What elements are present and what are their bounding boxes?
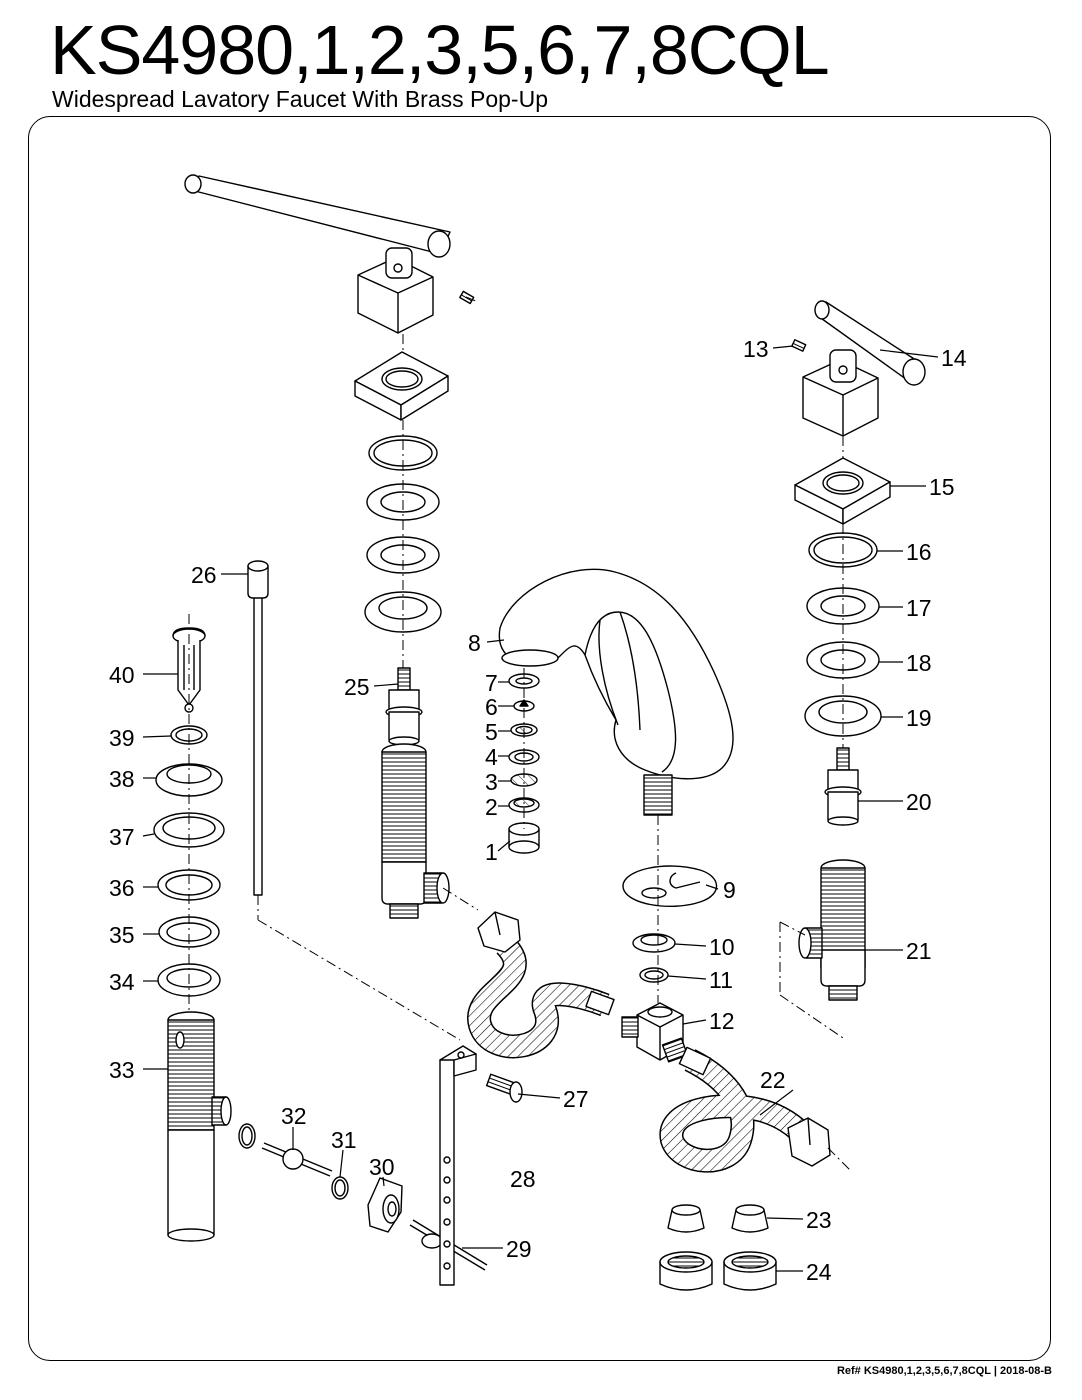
part-label-12: 12 (709, 1008, 735, 1034)
part-label-35: 35 (109, 922, 135, 948)
part-label-3: 3 (485, 769, 498, 795)
left-supply-hose (467, 911, 615, 1059)
part-label-5: 5 (485, 719, 498, 745)
aerator-stack (508, 673, 540, 854)
part-label-25: 25 (344, 674, 370, 700)
right-cartridge (824, 747, 862, 826)
left-washer-stack (364, 435, 442, 633)
strap-screw (485, 1073, 523, 1103)
part-label-19: 19 (906, 705, 932, 731)
part-label-9: 9 (723, 877, 736, 903)
right-escutcheon-plate (794, 457, 891, 525)
tee-connector (621, 1002, 689, 1063)
part-label-13: 13 (743, 336, 769, 362)
assembly-center-lines (188, 296, 851, 1171)
part-label-7: 7 (485, 670, 498, 696)
supply-fittings (659, 1204, 777, 1291)
right-handle (791, 300, 926, 437)
leader-lines (142, 345, 939, 1272)
part-label-24: 24 (806, 1259, 832, 1285)
part-label-39: 39 (109, 725, 135, 751)
part-labels: 1 2 3 4 5 6 7 8 9 10 11 12 13 14 15 16 1… (109, 336, 967, 1285)
part-label-40: 40 (109, 662, 135, 688)
part-label-30: 30 (369, 1154, 395, 1180)
part-label-11: 11 (709, 967, 733, 993)
part-label-14: 14 (941, 345, 967, 371)
part-label-21: 21 (906, 938, 932, 964)
drain-body (167, 1011, 232, 1242)
diagram-frame (28, 116, 1051, 1361)
part-label-10: 10 (709, 934, 735, 960)
part-label-17: 17 (906, 595, 932, 621)
part-label-37: 37 (109, 824, 135, 850)
diagram-title: KS4980,1,2,3,5,6,7,8CQL (50, 11, 830, 89)
left-cartridge (385, 667, 423, 746)
part-label-16: 16 (906, 539, 932, 565)
part-label-36: 36 (109, 875, 135, 901)
part-label-20: 20 (906, 789, 932, 815)
part-label-23: 23 (806, 1207, 832, 1233)
pivot-rod-assembly (238, 1123, 488, 1271)
part-label-2: 2 (485, 794, 498, 820)
part-label-38: 38 (109, 766, 135, 792)
spout (498, 568, 734, 816)
left-valve-body (381, 743, 450, 919)
part-label-27: 27 (563, 1086, 589, 1112)
part-label-6: 6 (485, 694, 498, 720)
part-label-4: 4 (485, 744, 498, 770)
part-label-15: 15 (929, 474, 955, 500)
part-label-33: 33 (109, 1057, 135, 1083)
part-label-32: 32 (281, 1103, 307, 1129)
part-label-1: 1 (485, 839, 498, 865)
left-handle (184, 174, 475, 334)
part-label-29: 29 (506, 1236, 532, 1262)
part-label-28: 28 (510, 1166, 536, 1192)
part-label-34: 34 (109, 969, 135, 995)
reference-footer: Ref# KS4980,1,2,3,5,6,7,8CQL | 2018-08-B (836, 1365, 1052, 1377)
part-label-31: 31 (331, 1127, 357, 1153)
part-label-26: 26 (191, 562, 217, 588)
extension-strap (439, 1045, 477, 1286)
part-label-18: 18 (906, 650, 932, 676)
spout-mounting-hardware (622, 865, 718, 983)
diagram-subtitle: Widespread Lavatory Faucet With Brass Po… (52, 86, 548, 112)
right-supply-hose (659, 1046, 831, 1173)
part-label-8: 8 (468, 630, 481, 656)
part-label-22: 22 (760, 1067, 786, 1093)
lift-rod (247, 560, 269, 896)
right-valve-body (798, 859, 866, 1001)
left-escutcheon-plate (354, 351, 449, 421)
